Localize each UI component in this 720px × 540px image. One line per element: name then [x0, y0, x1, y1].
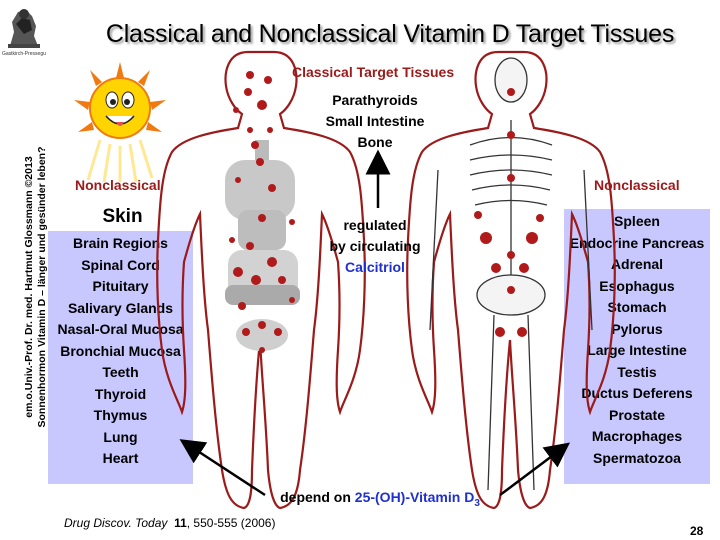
- reference-journal: Drug Discov. Today: [64, 516, 168, 530]
- list-item: Prostate: [608, 406, 666, 423]
- list-item: Pylorus: [611, 320, 663, 337]
- list-item: Pituitary: [92, 278, 149, 294]
- reference: Drug Discov. Today 11, 550-555 (2006): [64, 516, 275, 530]
- list-item: Adrenal: [610, 256, 664, 272]
- list-item: Lung: [103, 428, 138, 445]
- regulated-line: by circulating: [329, 238, 421, 254]
- list-item: Spermatozoa: [593, 449, 681, 466]
- reference-pages: , 550-555 (2006): [186, 516, 276, 530]
- list-item: Brain Regions: [73, 235, 168, 251]
- list-item: Parathyroids: [332, 92, 418, 108]
- list-item: Bronchial Mucosa: [60, 342, 181, 359]
- list-item: Ductus Deferens: [581, 385, 693, 401]
- depend-prefix: depend on: [280, 489, 355, 505]
- nonclassical-label-right: Nonclassical: [594, 177, 680, 193]
- vitamin-d-subscript: 3: [474, 497, 480, 509]
- list-item: Heart: [102, 450, 139, 466]
- skin-label: Skin: [102, 206, 143, 227]
- nonclassical-label-left: Nonclassical: [75, 177, 161, 193]
- right-diagonal-arrow: [499, 442, 570, 496]
- right-body-target-dots: [474, 88, 544, 337]
- nonclassical-list-left: Brain Regions Spinal Cord Pituitary Sali…: [48, 231, 193, 484]
- list-item: Esophagus: [599, 277, 675, 294]
- sun-cartoon: [70, 62, 170, 183]
- page-number: 28: [690, 524, 704, 538]
- list-item: Stomach: [607, 299, 667, 315]
- list-item: Bone: [357, 134, 393, 150]
- list-item: Large Intestine: [587, 342, 687, 358]
- logo-figure-icon: [2, 2, 46, 52]
- classical-label: Classical Target Tissues: [292, 64, 455, 80]
- classical-tissue-list: Parathyroids Small Intestine Bone: [300, 90, 450, 153]
- sun-rays: [74, 62, 166, 132]
- list-item: Nasal-Oral Mucosa: [57, 321, 184, 337]
- right-body-skeleton: [429, 57, 593, 491]
- regulated-line: regulated: [343, 217, 407, 233]
- list-item: Teeth: [102, 364, 139, 380]
- regulated-text: regulated by circulating Calcitriol: [300, 215, 450, 278]
- list-item: Macrophages: [591, 428, 683, 444]
- list-item: Spinal Cord: [81, 256, 160, 273]
- vitamin-d-compound: 25-(OH)-Vitamin D: [354, 489, 475, 505]
- list-item: Thyroid: [94, 385, 147, 402]
- reference-volume: 11: [174, 516, 187, 530]
- left-diagonal-arrow: [179, 439, 266, 497]
- depend-text: depend on 25-(OH)-Vitamin D3: [200, 489, 560, 509]
- slide-title: Classical and Nonclassical Vitamin D Tar…: [105, 20, 675, 48]
- right-body-figure: [406, 50, 616, 510]
- logo: Gastkirch-Presseguide: [2, 2, 46, 60]
- list-item: Spleen: [614, 213, 660, 229]
- left-body-target-dots: [229, 71, 295, 353]
- list-item: Salivary Glands: [67, 299, 174, 316]
- list-item: Testis: [617, 363, 657, 380]
- left-body-organs: [225, 140, 300, 351]
- list-item: Small Intestine: [325, 113, 425, 129]
- logo-caption: Gastkirch-Presseguide: [2, 51, 46, 57]
- calcitriol-label: Calcitriol: [345, 259, 405, 275]
- sun-icon: [74, 62, 166, 183]
- list-item: Endocrine Pancreas: [569, 234, 705, 251]
- list-item: Thymus: [93, 407, 148, 423]
